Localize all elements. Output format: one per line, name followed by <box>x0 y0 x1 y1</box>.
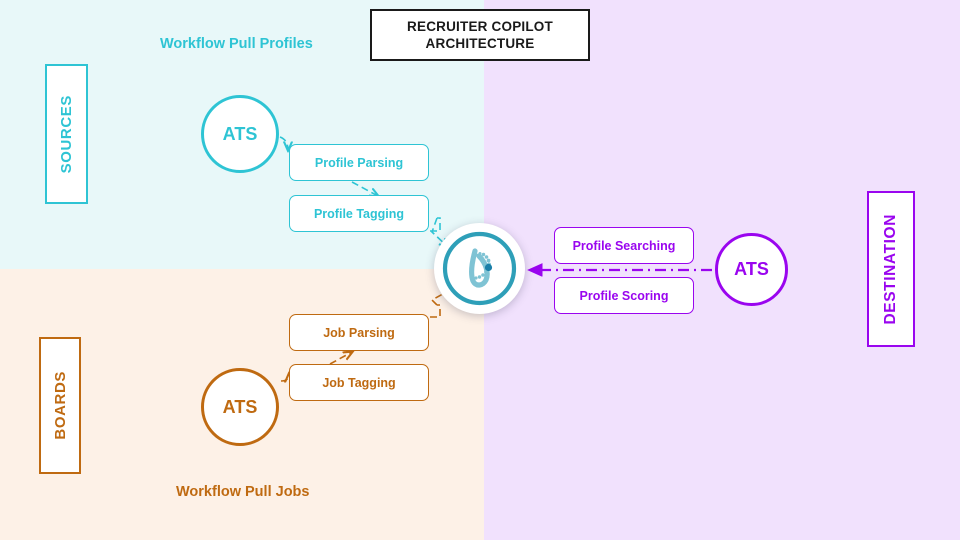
diagram-title: RECRUITER COPILOT ARCHITECTURE <box>370 9 590 61</box>
section-label-sources: SOURCES <box>45 64 88 204</box>
section-label-sources-text: SOURCES <box>58 94 75 174</box>
ats-node-sources-label: ATS <box>222 123 258 144</box>
diagram-title-text: RECRUITER COPILOT ARCHITECTURE <box>407 18 553 53</box>
step-profile-searching-label: Profile Searching <box>572 238 676 253</box>
section-label-boards-text: BOARDS <box>51 371 69 440</box>
step-profile-scoring-label: Profile Scoring <box>579 288 669 303</box>
recruiter-copilot-logo-icon <box>434 223 525 314</box>
step-profile-parsing-label: Profile Parsing <box>314 155 404 170</box>
section-label-destination: DESTINATION <box>867 191 915 347</box>
step-profile-searching[interactable]: Profile Searching <box>554 227 694 264</box>
ats-node-boards-label: ATS <box>222 396 258 417</box>
ats-node-destination-label: ATS <box>734 259 769 279</box>
step-profile-parsing[interactable]: Profile Parsing <box>289 144 429 181</box>
step-profile-tagging[interactable]: Profile Tagging <box>289 195 429 232</box>
step-profile-scoring[interactable]: Profile Scoring <box>554 277 694 314</box>
step-profile-tagging-label: Profile Tagging <box>313 206 405 221</box>
diagram-title-line1: RECRUITER COPILOT <box>407 18 553 34</box>
section-label-boards: BOARDS <box>39 337 81 474</box>
step-job-parsing[interactable]: Job Parsing <box>289 314 429 351</box>
step-job-parsing-label: Job Parsing <box>323 325 395 340</box>
ats-node-sources[interactable]: ATS <box>201 95 279 173</box>
diagram-title-line2: ARCHITECTURE <box>425 36 535 51</box>
workflow-caption-jobs: Workflow Pull Jobs <box>176 484 310 500</box>
section-label-destination-text: DESTINATION <box>882 213 899 325</box>
step-job-tagging-label: Job Tagging <box>322 375 396 390</box>
ats-node-destination[interactable]: ATS <box>715 233 788 306</box>
step-job-tagging[interactable]: Job Tagging <box>289 364 429 401</box>
ats-node-boards[interactable]: ATS <box>201 368 279 446</box>
workflow-caption-profiles: Workflow Pull Profiles <box>160 36 313 52</box>
